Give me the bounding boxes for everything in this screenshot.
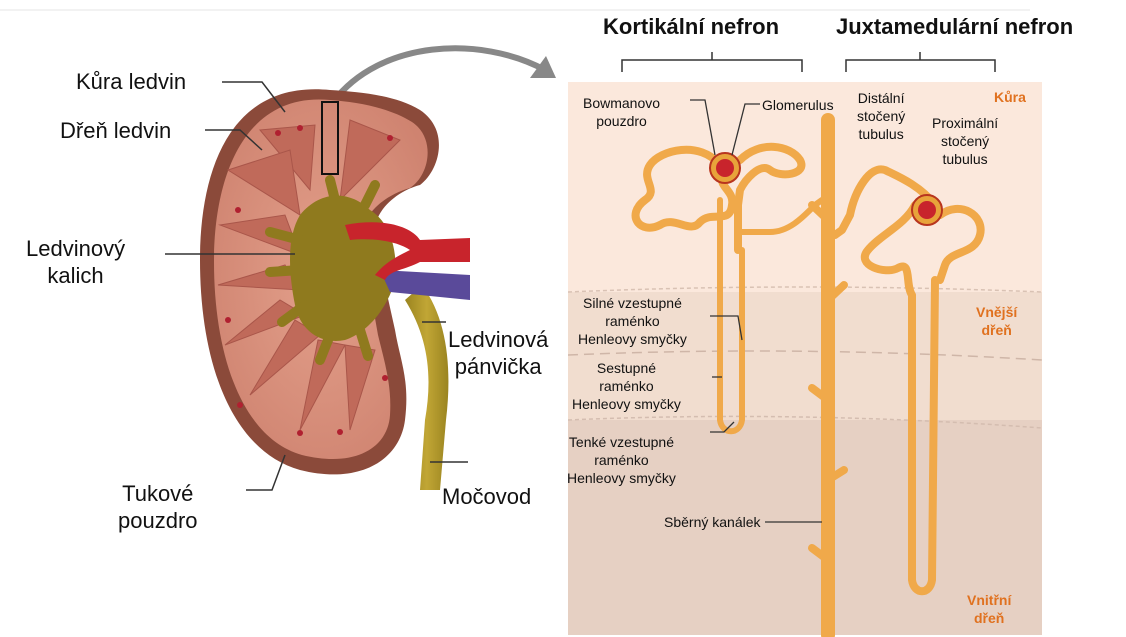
zone-label-cortex: Kůra: [994, 88, 1026, 106]
label-thin-ascending-limb: Tenké vzestupné raménko Henleovy smyčky: [567, 433, 676, 487]
juxtamedullary-bracket: [846, 52, 995, 72]
label-collecting-duct: Sběrný kanálek: [664, 513, 761, 531]
header-juxtamedullary-nephron: Juxtamedulární nefron: [836, 14, 1073, 40]
kidney-cross-section: [200, 89, 470, 490]
label-ureter: Močovod: [442, 483, 531, 510]
label-kidney-medulla: Dřeň ledvin: [60, 117, 171, 144]
zone-label-outer-medulla: Vnější dřeň: [976, 303, 1017, 339]
label-renal-calyx: Ledvinový kalich: [26, 235, 125, 289]
label-fat-capsule: Tukové pouzdro: [118, 480, 198, 534]
label-glomerulus: Glomerulus: [762, 96, 834, 114]
label-distal-tubule: Distální stočený tubulus: [857, 89, 905, 143]
label-kidney-cortex: Kůra ledvin: [76, 68, 186, 95]
renal-vein: [380, 270, 470, 300]
zone-label-inner-medulla: Vnitřní dřeň: [967, 591, 1011, 627]
label-descending-limb: Sestupné raménko Henleovy smyčky: [572, 359, 681, 413]
cortical-bracket: [622, 52, 802, 72]
label-renal-pelvis: Ledvinová pánvička: [448, 326, 548, 380]
label-proximal-tubule: Proximální stočený tubulus: [932, 114, 998, 168]
ureter-shape: [405, 285, 448, 490]
header-cortical-nephron: Kortikální nefron: [603, 14, 779, 40]
label-bowman-capsule: Bowmanovo pouzdro: [583, 94, 660, 130]
label-thick-ascending-limb: Silné vzestupné raménko Henleovy smyčky: [578, 294, 687, 348]
